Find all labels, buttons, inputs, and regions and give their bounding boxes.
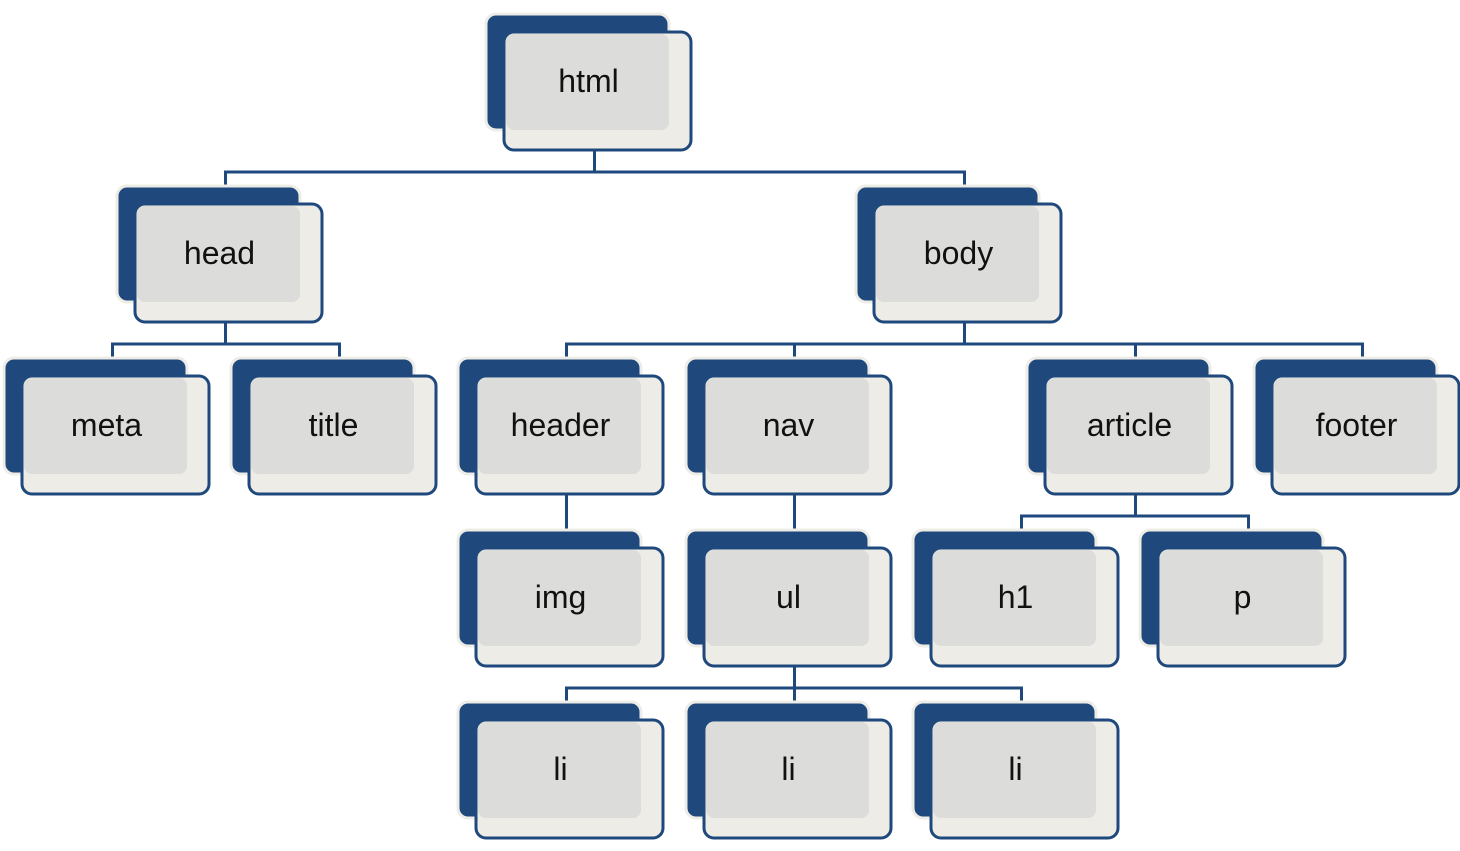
node-label-li-3: li bbox=[1008, 751, 1022, 787]
node-overlap-area bbox=[706, 550, 869, 646]
tree-node-p: p bbox=[1138, 528, 1347, 668]
node-label-img: img bbox=[535, 579, 587, 615]
node-label-article: article bbox=[1087, 407, 1172, 443]
tree-nodes: html head body meta title header nav article foo… bbox=[2, 12, 1460, 840]
node-label-header: header bbox=[511, 407, 611, 443]
node-overlap-area bbox=[933, 722, 1096, 818]
node-label-li-2: li bbox=[781, 751, 795, 787]
node-label-li-1: li bbox=[553, 751, 567, 787]
node-overlap-area bbox=[706, 378, 869, 474]
node-label-h1: h1 bbox=[998, 579, 1034, 615]
node-label-p: p bbox=[1234, 579, 1252, 615]
node-overlap-area bbox=[137, 206, 300, 302]
node-label-ul: ul bbox=[776, 579, 801, 615]
tree-node-li-3: li bbox=[911, 700, 1120, 840]
node-overlap-area bbox=[251, 378, 414, 474]
tree-node-body: body bbox=[854, 184, 1063, 324]
node-overlap-area bbox=[1274, 378, 1437, 474]
tree-node-article: article bbox=[1025, 356, 1234, 496]
tree-node-head: head bbox=[115, 184, 324, 324]
tree-node-h1: h1 bbox=[911, 528, 1120, 668]
node-overlap-area bbox=[933, 550, 1096, 646]
tree-node-meta: meta bbox=[2, 356, 211, 496]
tree-node-li-1: li bbox=[456, 700, 665, 840]
node-overlap-area bbox=[1047, 378, 1210, 474]
node-overlap-area bbox=[478, 378, 641, 474]
node-overlap-area bbox=[478, 722, 641, 818]
node-label-html: html bbox=[558, 63, 618, 99]
node-overlap-area bbox=[876, 206, 1039, 302]
tree-node-ul: ul bbox=[684, 528, 893, 668]
tree-node-li-2: li bbox=[684, 700, 893, 840]
node-label-meta: meta bbox=[71, 407, 142, 443]
tree-node-title: title bbox=[229, 356, 438, 496]
node-overlap-area bbox=[506, 34, 669, 130]
node-label-nav: nav bbox=[763, 407, 815, 443]
tree-node-footer: footer bbox=[1252, 356, 1460, 496]
node-overlap-area bbox=[24, 378, 187, 474]
node-label-head: head bbox=[184, 235, 255, 271]
tree-node-html: html bbox=[484, 12, 693, 152]
tree-node-header: header bbox=[456, 356, 665, 496]
node-overlap-area bbox=[706, 722, 869, 818]
tree-node-img: img bbox=[456, 528, 665, 668]
node-overlap-area bbox=[1160, 550, 1323, 646]
node-label-footer: footer bbox=[1316, 407, 1398, 443]
tree-node-nav: nav bbox=[684, 356, 893, 496]
node-overlap-area bbox=[478, 550, 641, 646]
node-label-body: body bbox=[924, 235, 993, 271]
node-label-title: title bbox=[309, 407, 359, 443]
